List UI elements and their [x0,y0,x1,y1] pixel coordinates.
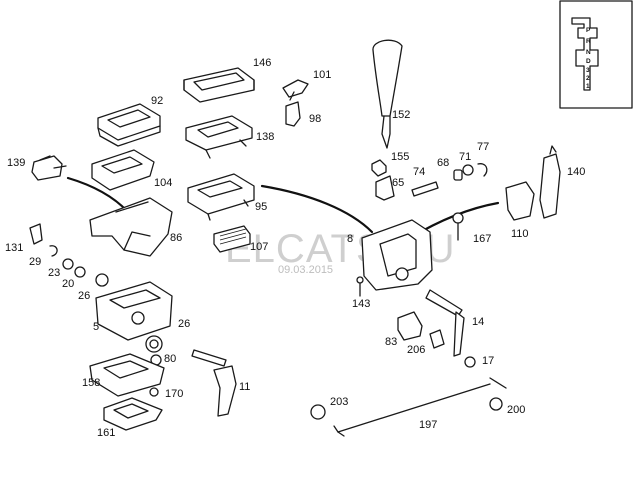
callout-23-23: 23 [48,267,60,279]
part-11-lever [191,349,237,417]
part-65-bracket [375,175,395,201]
gate-letter-3: 3 [586,67,590,74]
callout-197-40: 197 [419,419,437,431]
part-206-clip [429,329,445,349]
part-26-bushing-a [95,273,109,287]
callout-101-1: 101 [313,69,331,81]
gate-letter-2: 2 [586,75,590,82]
callout-17-33: 17 [482,355,494,367]
gate-letter-n: N [586,49,591,56]
callout-80-32: 80 [164,353,176,365]
part-29-ring [49,245,58,257]
part-110-connector [505,181,535,221]
callout-158-34: 158 [82,377,100,389]
callout-65-13: 65 [392,177,404,189]
part-161-seal [103,397,163,431]
part-167-screw [452,212,464,241]
part-68-spacer [453,169,463,181]
callout-155-8: 155 [391,151,409,163]
part-86-console [89,197,173,257]
callout-26-28: 26 [178,318,190,330]
part-17-bushing [464,356,476,368]
callout-98-2: 98 [309,113,321,125]
part-98-latch [285,91,301,127]
callout-83-30: 83 [385,336,397,348]
callout-68-9: 68 [437,157,449,169]
part-104-housing [91,149,155,191]
part-107-cover [213,225,251,253]
part-8-shifter-base [361,219,433,291]
callout-203-37: 203 [330,396,348,408]
callout-29-22: 29 [29,256,41,268]
cable-95-to-8 [260,184,374,234]
callout-26-25: 26 [78,290,90,302]
callout-92-3: 92 [151,95,163,107]
callout-167-19: 167 [473,233,491,245]
part-83-mount [397,311,423,341]
callout-152-5: 152 [392,109,410,121]
part-14-arm [425,289,465,357]
part-152-shift-knob [372,39,403,149]
callout-131-21: 131 [5,242,23,254]
callout-95-15: 95 [255,201,267,213]
gate-letter-r: R [586,38,591,45]
part-77-clip [477,163,488,177]
watermark-date: 09.03.2015 [278,264,333,276]
callout-71-10: 71 [459,151,471,163]
callout-11-36: 11 [239,381,250,393]
callout-110-20: 110 [511,228,529,240]
callout-74-12: 74 [413,166,425,178]
part-155-nut [371,159,387,177]
part-101-clip [282,79,309,98]
part-71-washer [462,164,474,176]
callout-labels: 146 101 98 92 138 152 139 104 155 68 71 77 74 65 140 95… [5,57,585,439]
shift-gate-inset: P R N D 3 2 1 [559,0,633,109]
part-139-switch [31,155,67,181]
part-95-tray [187,173,255,221]
callout-200-38: 200 [507,404,525,416]
part-138-cover [185,115,253,159]
part-26-bushing-b [145,335,163,353]
callout-170-35: 170 [165,388,183,400]
part-158-frame [89,353,165,397]
part-131-bolt [29,223,43,245]
part-143-bolt [356,276,364,297]
callout-140-14: 140 [567,166,585,178]
callout-14-29: 14 [472,316,484,328]
part-203-bushing [310,404,326,420]
callout-5-27: 5 [93,321,99,333]
callout-206-31: 206 [407,344,425,356]
callout-86-16: 86 [170,232,182,244]
callout-146-0: 146 [253,57,271,69]
callout-143-26: 143 [352,298,370,310]
callout-138-4: 138 [256,131,274,143]
part-20-bushing [74,266,86,278]
gate-letter-p: P [586,27,591,34]
callout-107-17: 107 [250,241,268,253]
callout-77-11: 77 [477,141,489,153]
callout-20-24: 20 [62,278,74,290]
gate-letter-1: 1 [586,83,590,90]
part-170-washer [149,387,159,397]
callout-139-6: 139 [7,157,25,169]
callout-8-18: 8 [347,233,353,245]
part-200-nut [489,377,507,411]
part-92-bezel [97,103,161,147]
callout-104-7: 104 [154,177,172,189]
part-5-carrier [95,281,173,341]
part-74-pin [411,181,439,197]
part-197-rod [333,383,491,437]
callout-161-39: 161 [97,427,115,439]
part-146-frame [183,67,255,103]
part-140-bracket [539,145,561,219]
part-23-washer [62,258,74,270]
gate-letter-d: D [586,58,591,65]
